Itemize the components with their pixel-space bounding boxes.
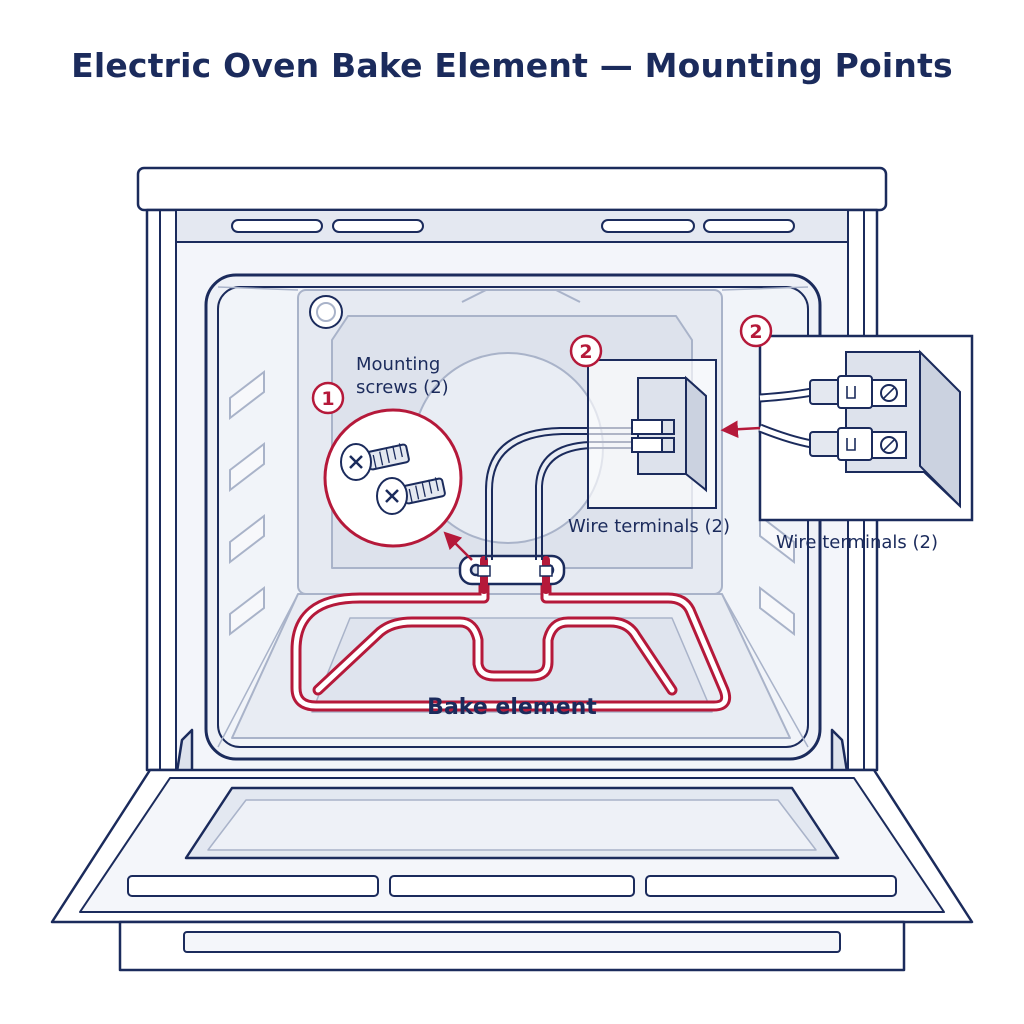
door-handle [389,875,635,897]
oven-door [50,728,974,972]
screws-label-line2: screws (2) [356,377,449,398]
wires [485,427,632,560]
bake-element-label: Bake element [427,695,597,720]
wire-terminal-icon [809,427,907,461]
door-handle [127,875,379,897]
vent-slot [601,219,695,233]
callout-number: 1 [321,388,334,410]
callout-badge [569,334,603,368]
page-title: Electric Oven Bake Element — Mounting Po… [71,46,953,85]
callout-number: 2 [749,321,762,343]
arrow-icon [720,420,761,438]
screw-icon [376,477,446,515]
terminal-box-inner [587,359,717,509]
terminals-inner-label: Wire terminals (2) [568,516,730,537]
element-terminal-posts [477,556,553,594]
screws-label-line1: Mounting [356,354,440,375]
wire-terminal-icon [809,375,907,409]
callout-badge [739,314,773,348]
oven-top-trim [136,166,888,212]
rack-rails-left [229,369,265,637]
terminal-zoom-box: 2 Wire terminals (2) [720,314,974,553]
terminal-callout-inner: 2 Wire terminals (2) [568,334,730,537]
door-handle [645,875,897,897]
callout-badge [311,381,345,415]
oven-light [309,295,343,329]
vent-slot [703,219,795,233]
screw-icon [340,443,410,481]
bake-element [290,568,732,712]
screw-callout: 1 Mounting screws (2) [311,354,473,561]
callout-number: 2 [579,341,592,363]
arrow-icon [443,531,473,561]
terminals-zoom-label: Wire terminals (2) [776,532,938,553]
vent-slot [332,219,424,233]
vent-slot [231,219,323,233]
